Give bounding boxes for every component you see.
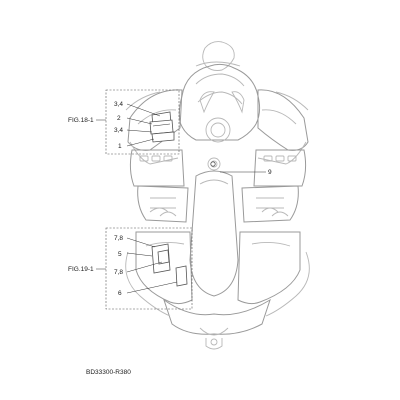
- part-code: BD33300-R380: [86, 369, 131, 376]
- callout-5: 5: [118, 251, 122, 258]
- callout-7-8-top: 7,8: [114, 235, 123, 242]
- callout-2: 2: [117, 115, 121, 122]
- decal-6: [175, 265, 188, 287]
- group-box-upper: [105, 89, 180, 155]
- decal-1: [151, 131, 175, 143]
- fig-ref-upper: FIG.18-1: [68, 117, 94, 124]
- callout-3-4-top: 3,4: [114, 101, 123, 108]
- decal-7-8: [157, 249, 170, 265]
- callout-1: 1: [118, 143, 122, 150]
- decal-2: [149, 119, 174, 135]
- callout-9: 9: [268, 169, 272, 176]
- fig-ref-lower: FIG.19-1: [68, 266, 94, 273]
- atv-body-outline: [125, 41, 310, 350]
- callout-6: 6: [118, 290, 122, 297]
- callout-3-4-mid: 3,4: [114, 127, 123, 134]
- callout-7-8-bottom: 7,8: [114, 269, 123, 276]
- vent-slots-left: [139, 155, 173, 162]
- leader-lines: [96, 103, 266, 294]
- vent-slots-right: [263, 155, 297, 162]
- decal-9: [210, 161, 216, 167]
- group-box-lower: [105, 227, 193, 310]
